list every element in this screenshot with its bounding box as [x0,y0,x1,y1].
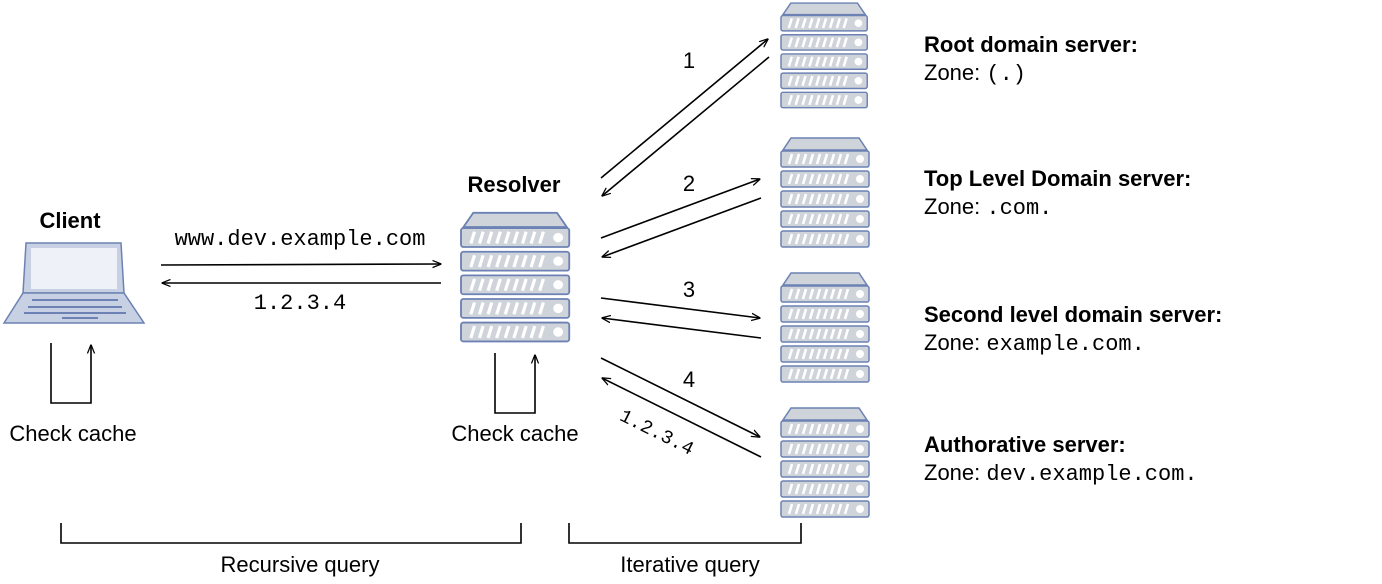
sld-server-icon [781,273,869,382]
authoritative-server-icon [781,408,869,517]
root-server-title: Root domain server: [924,32,1138,57]
step-3-response-arrow [602,318,762,339]
step-1-response-arrow [602,56,770,196]
step-4-response-arrow [602,378,762,458]
iterative-query-label: Iterative query [620,552,759,577]
iterative-query-bracket [568,523,802,544]
sld-server-zone: Zone: example.com. [924,330,1145,357]
authoritative-server-zone: Zone: dev.example.com. [924,460,1198,487]
root-server-zone: Zone: (.) [924,60,1026,87]
step-3-request-arrow [600,297,760,318]
step-1-request-arrow [600,39,768,179]
resolver-server-icon [461,213,569,342]
tld-server-zone: Zone: .com. [924,194,1052,221]
step-4-request-arrow [600,357,760,437]
recursive-request-arrow [160,264,441,265]
root-server-icon [781,3,867,108]
recursive-query-bracket [60,523,522,544]
client-laptop-icon [2,242,146,324]
resolver-label: Resolver [468,172,561,197]
client-cache-loop-arrow [50,343,91,404]
final-answer-label: 1.2.3.4 [616,405,697,460]
authoritative-server-title: Authorative server: [924,432,1126,457]
recursive-query-label: Recursive query [221,552,380,577]
recursive-request-label: www.dev.example.com [175,227,426,252]
tld-server-icon [781,138,869,247]
tld-server-title: Top Level Domain server: [924,166,1191,191]
step-2-label: 2 [683,171,695,196]
step-1-label: 1 [683,48,695,73]
recursive-response-label: 1.2.3.4 [254,291,346,316]
resolver-cache-loop-arrow [494,353,535,414]
sld-server-title: Second level domain server: [924,302,1222,327]
client-cache-label: Check cache [9,421,136,446]
resolver-cache-label: Check cache [451,421,578,446]
step-3-label: 3 [683,277,695,302]
step-2-request-arrow [600,179,760,239]
step-4-label: 4 [683,367,695,392]
step-2-response-arrow [602,197,762,257]
client-label: Client [39,208,101,233]
